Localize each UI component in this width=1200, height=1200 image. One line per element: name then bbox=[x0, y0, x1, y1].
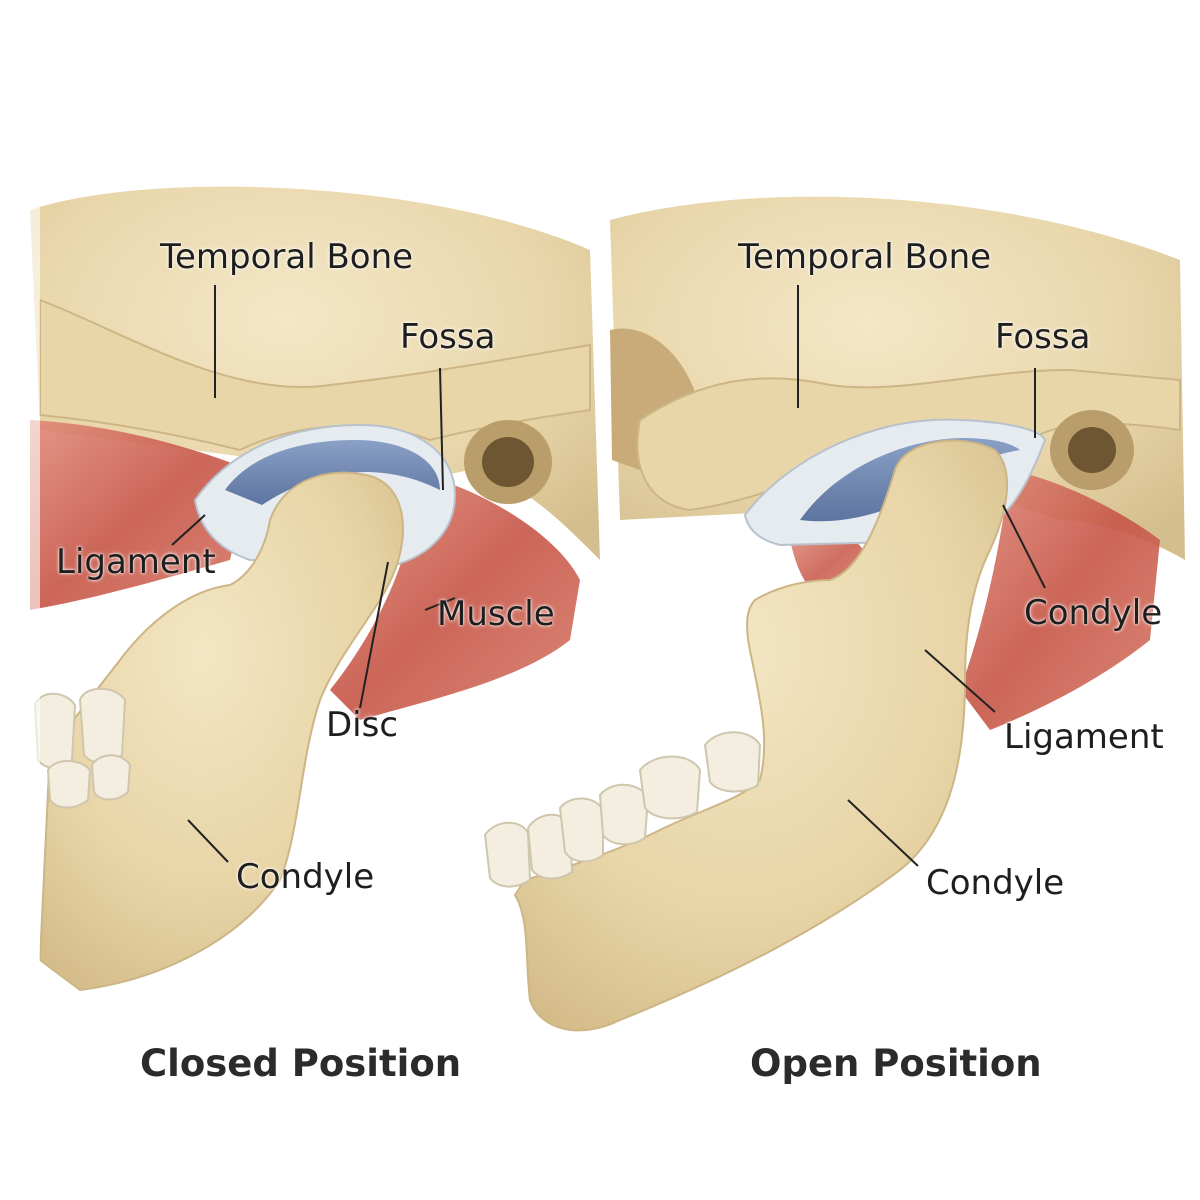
closed-muscle-label: Muscle bbox=[437, 594, 555, 634]
open-mandible bbox=[513, 439, 1009, 1032]
open-temporal-ridge bbox=[636, 368, 1181, 512]
closed-condyle-label: Condyle bbox=[236, 857, 375, 897]
closed-fossa-label: Fossa bbox=[400, 317, 496, 357]
closed-muscle-left bbox=[30, 420, 250, 610]
open-fossa-label: Fossa bbox=[995, 317, 1091, 357]
closed-muscle-leader bbox=[424, 597, 456, 611]
open-condyle-lower-label: Condyle bbox=[926, 863, 1065, 903]
closed-temporal-bone-label: Temporal Bone bbox=[160, 237, 414, 277]
open-temporal-bone-label: Temporal Bone bbox=[738, 237, 992, 277]
open-teeth bbox=[483, 731, 762, 888]
closed-temporal-ridge bbox=[39, 298, 591, 452]
closed-ligament-leader bbox=[171, 514, 206, 546]
closed-condyle-leader bbox=[187, 819, 229, 863]
open-ligament-label: Ligament bbox=[1004, 717, 1164, 757]
closed-ligament-label: Ligament bbox=[56, 542, 216, 582]
open-panel-art bbox=[483, 196, 1185, 1032]
closed-mandible bbox=[38, 471, 404, 992]
open-condyle-upper-leader bbox=[1002, 504, 1046, 589]
closed-teeth bbox=[33, 687, 132, 809]
closed-disc-leader bbox=[359, 561, 389, 709]
closed-muscle-right bbox=[330, 480, 580, 720]
leader-lines bbox=[171, 285, 1046, 867]
open-condyle-lower-leader bbox=[847, 799, 919, 867]
open-ligament-leader bbox=[924, 649, 996, 713]
open-condyle-upper-label: Condyle bbox=[1024, 593, 1163, 633]
closed-position-caption: Closed Position bbox=[140, 1042, 462, 1085]
closed-skull-bone bbox=[30, 186, 600, 560]
closed-panel-art bbox=[0, 180, 600, 1080]
closed-fossa-leader bbox=[439, 367, 444, 491]
closed-disc-label: Disc bbox=[326, 705, 399, 745]
open-position-caption: Open Position bbox=[750, 1042, 1042, 1085]
open-muscle bbox=[960, 470, 1160, 730]
